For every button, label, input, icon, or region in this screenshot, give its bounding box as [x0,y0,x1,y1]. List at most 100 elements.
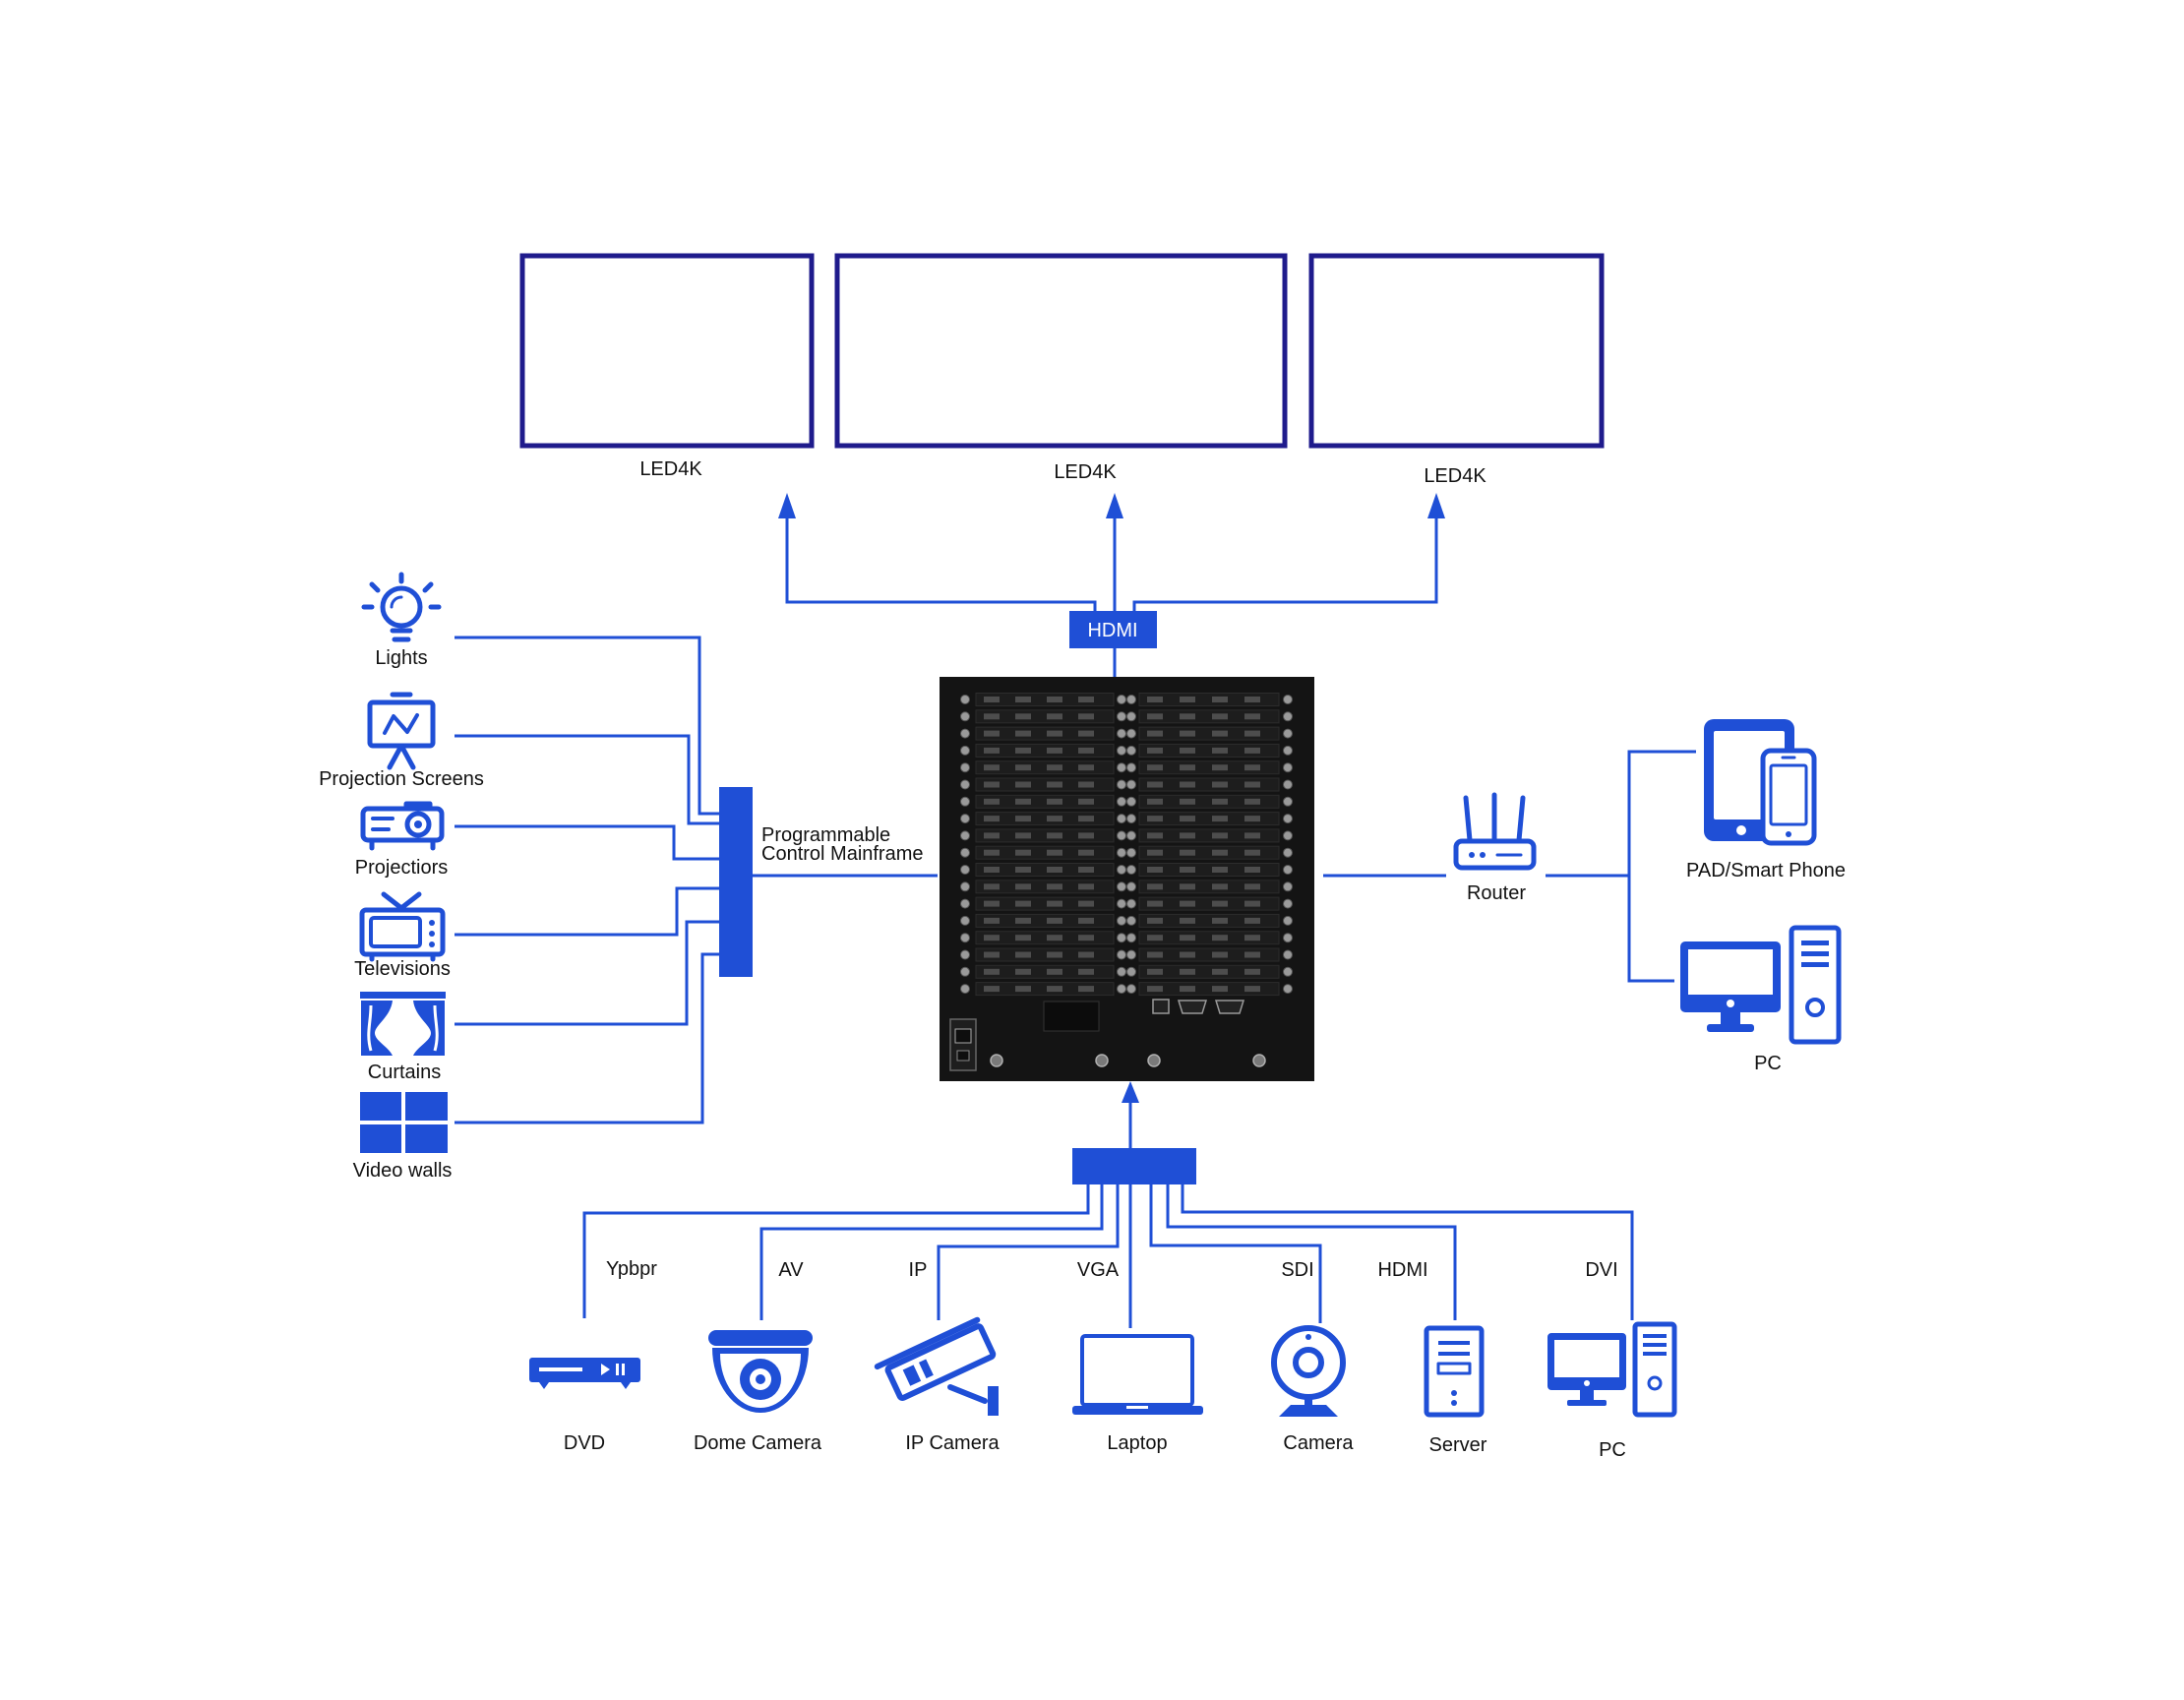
controller-label-line1: Programmable [761,824,890,846]
io-card [1138,964,1280,979]
device-label: Lights [375,647,427,669]
hdmi-port [984,730,1000,737]
bnc-port [960,830,970,841]
hdmi-port [1180,832,1195,839]
hdmi-port [1212,935,1228,941]
interface-label: Ypbpr [606,1258,657,1280]
connector-line [1149,1184,1322,1323]
hdmi-port [1015,713,1031,720]
television-icon [359,891,446,962]
interface-label: VGA [1077,1259,1120,1281]
hdmi-port [1015,798,1031,805]
bnc-port [1117,779,1126,790]
bnc-port [1126,830,1136,841]
ethernet-port [1152,999,1170,1014]
hdmi-port [1047,747,1062,754]
device-label: PC [1599,1439,1626,1461]
bnc-port [960,966,970,977]
hdmi-port [1212,798,1228,805]
io-card [1138,794,1280,809]
hdmi-port [1047,883,1062,890]
bnc-port [1117,966,1126,977]
bnc-port [1117,984,1126,995]
hdmi-port [1078,917,1094,924]
hdmi-port [984,781,1000,788]
arrowhead [1427,493,1445,518]
client-label: PAD/Smart Phone [1686,860,1846,881]
bnc-port [1117,728,1126,739]
device-label: Curtains [368,1062,441,1083]
bnc-port [1126,796,1136,807]
hdmi-port [1047,849,1062,856]
bnc-port [1126,847,1136,858]
display-label: LED4K [1054,461,1117,483]
bnc-port [960,762,970,773]
hdmi-port [984,917,1000,924]
hdmi-port [1047,951,1062,958]
interface-label: IP [909,1259,928,1281]
hdmi-port [1047,968,1062,975]
hdmi-port [984,951,1000,958]
io-card [975,709,1115,724]
hdmi-port [1180,917,1195,924]
hdmi-port [1015,781,1031,788]
bnc-port [960,796,970,807]
io-card [975,913,1115,928]
io-card [975,947,1115,962]
hdmi-port [1078,713,1094,720]
hdmi-port [1244,747,1260,754]
bnc-port [1126,695,1136,704]
io-card [1138,693,1280,706]
screw [1147,1054,1161,1067]
hdmi-port [984,713,1000,720]
hdmi-port [1047,917,1062,924]
hdmi-port [1244,730,1260,737]
hdmi-port [1078,816,1094,822]
bnc-port [1283,814,1293,824]
io-card [1138,828,1280,843]
hdmi-port [1078,986,1094,993]
hdmi-port [984,900,1000,907]
curtains-icon [360,992,446,1056]
hdmi-port [1180,764,1195,771]
hdmi-port [1244,798,1260,805]
device-label: IP Camera [905,1432,1000,1454]
bnc-port [1283,796,1293,807]
io-card [1138,896,1280,911]
io-card [1138,777,1280,792]
hdmi-port [1147,832,1163,839]
hdmi-port [1244,951,1260,958]
hdmi-port [1015,849,1031,856]
hdmi-port [1180,798,1195,805]
io-card [975,896,1115,911]
connector-line [1181,1184,1634,1320]
hdmi-port [1078,781,1094,788]
hdmi-port [1015,867,1031,873]
bnc-port [1283,728,1293,739]
hdmi-port [984,867,1000,873]
bnc-port [1117,898,1126,909]
hdmi-port [1147,764,1163,771]
bnc-port [1126,949,1136,960]
bnc-port [1283,745,1293,756]
io-card [1138,880,1280,894]
hdmi-port [984,697,1000,702]
hdmi-port [1147,986,1163,993]
bnc-port [1283,949,1293,960]
hdmi-port [1147,968,1163,975]
io-card [975,982,1115,997]
client-label: PC [1754,1053,1782,1074]
hdmi-port [1078,968,1094,975]
bnc-port [1126,915,1136,926]
io-card [975,863,1115,877]
hdmi-port [1147,935,1163,941]
arrowhead [1106,493,1123,518]
bnc-port [1126,762,1136,773]
control-connectors: Programmable Control Mainframe [455,636,938,1124]
bnc-port [960,984,970,995]
io-card [1138,760,1280,775]
bnc-port [960,779,970,790]
matrix-mainframe [940,677,1314,1081]
mainframe-panel [949,693,1293,1071]
